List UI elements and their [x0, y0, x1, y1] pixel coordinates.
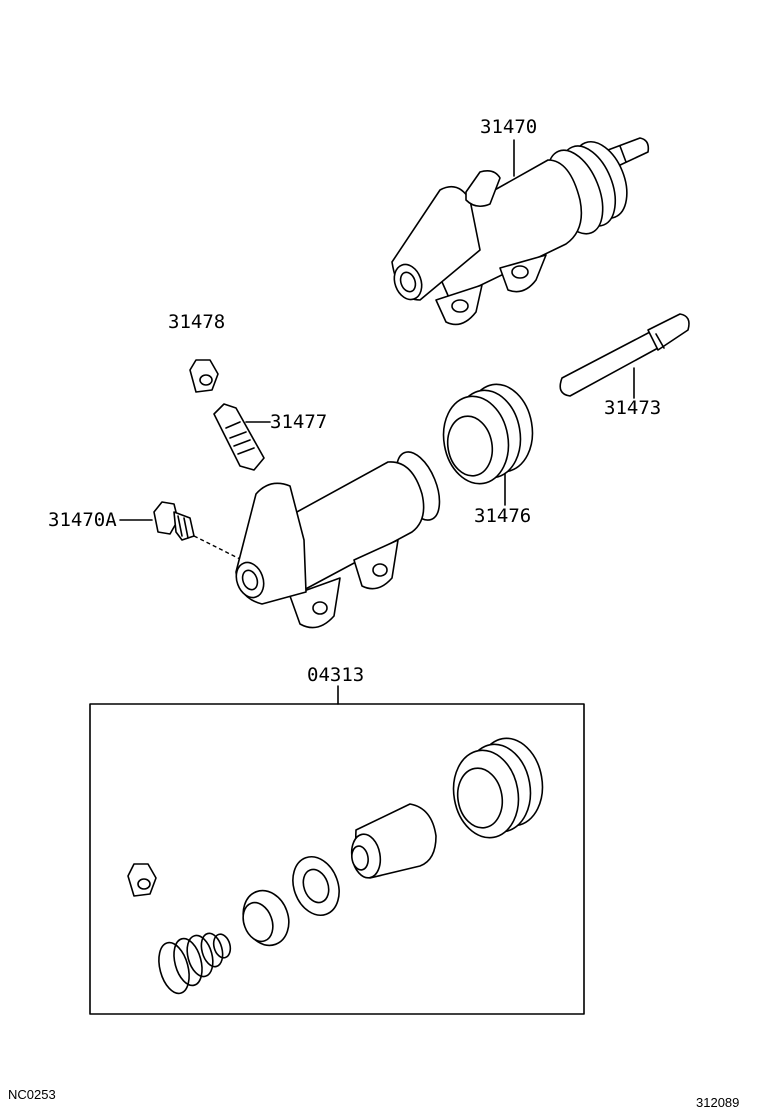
label-cylinder-assembly: 31470	[480, 116, 538, 138]
cylinder-assembly-drawing	[391, 137, 650, 326]
label-boot: 31476	[474, 505, 532, 527]
cylinder-body-drawing	[235, 451, 441, 629]
bleeder-plug-drawing	[213, 403, 271, 471]
push-rod-drawing	[559, 313, 690, 399]
repair-kit-box	[89, 703, 585, 1015]
footer-right-code: 312089	[696, 1095, 740, 1110]
kit-contents-drawing	[127, 737, 544, 995]
label-push-rod: 31473	[604, 397, 662, 419]
boot-drawing	[442, 383, 534, 506]
label-bleeder-cap: 31478	[168, 311, 226, 333]
label-bleeder-plug: 31477	[270, 411, 328, 433]
bleeder-cap-drawing	[189, 359, 219, 393]
label-repair-kit: 04313	[307, 664, 365, 686]
label-union-bolt: 31470A	[48, 509, 117, 531]
footer-left-code: NC0253	[8, 1087, 56, 1102]
union-bolt-drawing	[119, 501, 247, 563]
